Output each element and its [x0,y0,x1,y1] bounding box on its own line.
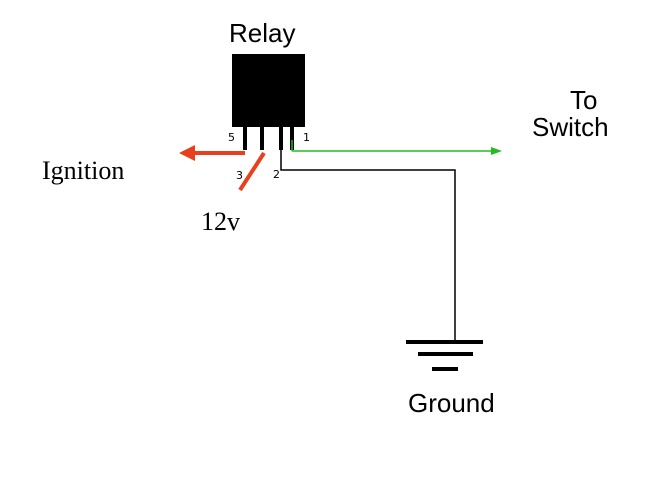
ignition-arrow-icon [179,145,195,161]
to-switch-label-line1: To [570,85,597,115]
relay-pin-5 [243,127,247,150]
switch-wire [291,140,502,155]
power-12v-wire [238,151,266,192]
relay-pin-1 [290,127,294,150]
ground-symbol-icon [406,340,483,371]
ground-label: Ground [408,388,495,418]
pin-number-3: 3 [236,169,243,182]
to-switch-label-line2: Switch [532,112,609,142]
relay-body [232,54,305,127]
relay-label: Relay [229,18,295,48]
ignition-label: Ignition [42,156,124,185]
ignition-wire [179,145,245,161]
voltage-label: 12v [201,207,240,236]
relay-pin-2 [279,127,283,150]
ground-wire [280,150,456,341]
pin-number-2: 2 [273,168,280,181]
switch-arrow-icon [491,147,502,155]
relay-pin-3 [260,127,264,150]
pin-number-5: 5 [228,131,235,144]
pin-number-1: 1 [303,131,310,144]
relay-pins [243,127,294,150]
